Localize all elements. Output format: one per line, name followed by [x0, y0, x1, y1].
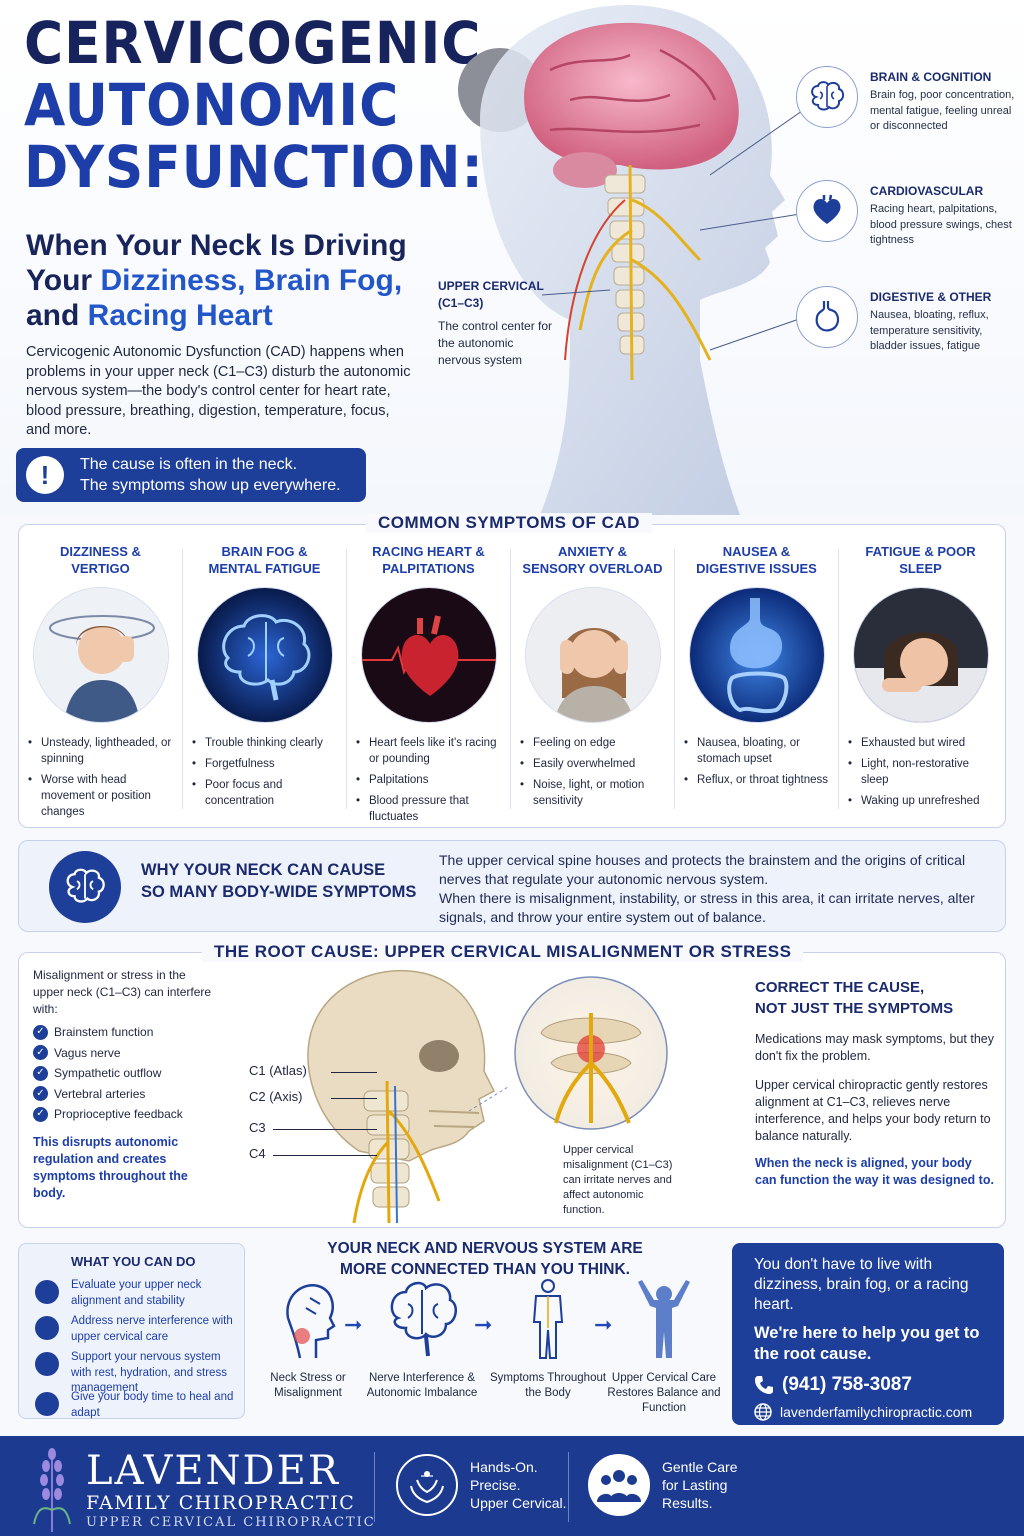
- symptom-anxiety: ANXIETY &SENSORY OVERLOAD Feeling on edg…: [511, 543, 674, 813]
- cause-callout: ! The cause is often in the neck. The sy…: [16, 448, 366, 502]
- check-item: ✓Brainstem function: [33, 1024, 213, 1040]
- arrow-right-icon: ➞: [474, 1312, 493, 1337]
- arrow-right-icon: ➞: [344, 1312, 363, 1337]
- check-item: ✓Vertebral arteries: [33, 1086, 213, 1102]
- website-link[interactable]: lavenderfamilychiropractic.com: [754, 1403, 972, 1421]
- skull-spine-illustration: [307, 969, 509, 1223]
- evaluate-icon: [35, 1280, 59, 1304]
- glowing-brain-image: [196, 587, 333, 723]
- brand-logo: LAVENDER FAMILY CHIROPRACTIC UPPER CERVI…: [86, 1448, 376, 1530]
- dizzy-woman-image: [32, 587, 169, 723]
- body-icon: [532, 1279, 564, 1359]
- stomach-icon: [796, 286, 858, 348]
- brain-icon: [796, 66, 858, 128]
- hands-icon: [396, 1454, 458, 1516]
- label-c4: C4: [249, 1146, 266, 1161]
- vertebra-zoom-illustration: [514, 976, 668, 1130]
- support-icon: [35, 1352, 59, 1376]
- heart-ecg-image: [360, 587, 497, 723]
- symptom-nausea: NAUSEA &DIGESTIVE ISSUES Nausea, bloatin…: [675, 543, 838, 813]
- why-text: The upper cervical spine houses and prot…: [439, 852, 975, 925]
- root-cause-title: THE ROOT CAUSE: UPPER CERVICAL MISALIGNM…: [202, 942, 804, 962]
- symptoms-section: DIZZINESS &VERTIGO Unsteady, lightheaded…: [18, 524, 1006, 828]
- hero-section: CERVICOGENIC AUTONOMIC DYSFUNCTION: When…: [0, 0, 1024, 515]
- check-icon: ✓: [33, 1065, 48, 1081]
- label-c2: C2 (Axis): [249, 1089, 303, 1104]
- nerve-icon: [35, 1316, 59, 1340]
- brain-icon: [49, 851, 121, 923]
- family-icon: [588, 1454, 650, 1516]
- zoom-caption: Upper cervical misalignment (C1–C3) can …: [563, 1144, 673, 1216]
- arrow-right-icon: ➞: [594, 1312, 613, 1337]
- tired-woman-image: [852, 587, 989, 723]
- lavender-logo-icon: [33, 1448, 71, 1532]
- time-icon: [35, 1392, 59, 1416]
- footer-hands-on: Hands-On. Precise. Upper Cervical.: [396, 1454, 566, 1516]
- symptom-racing-heart: RACING HEART &PALPITATIONS Heart feels l…: [347, 543, 510, 823]
- intro-paragraph: Cervicogenic Autonomic Dysfunction (CAD)…: [26, 344, 411, 438]
- check-item: ✓Proprioceptive feedback: [33, 1106, 213, 1122]
- flow-step-nerve-interference: Nerve Interference & Autonomic Imbalance: [362, 1278, 482, 1401]
- symptoms-title: COMMON SYMPTOMS OF CAD: [366, 513, 652, 533]
- cta-panel: You don't have to live with dizziness, b…: [732, 1243, 1004, 1425]
- why-section: WHY YOUR NECK CAN CAUSE SO MANY BODY-WID…: [18, 840, 1006, 932]
- flow-step-restores-balance: Upper Cervical Care Restores Balance and…: [604, 1278, 724, 1416]
- stomach-xray-image: [688, 587, 825, 723]
- page-title: CERVICOGENIC AUTONOMIC DYSFUNCTION:: [24, 9, 484, 201]
- person-arms-up-icon: [638, 1280, 690, 1358]
- phone-link[interactable]: (941) 758-3087: [754, 1374, 912, 1396]
- what-you-can-do-panel: WHAT YOU CAN DO Evaluate your upper neck…: [18, 1243, 245, 1419]
- symptom-brain-fog: BRAIN FOG &MENTAL FATIGUE Trouble thinki…: [183, 543, 346, 813]
- globe-icon: [754, 1403, 772, 1421]
- phone-icon: [755, 1376, 773, 1394]
- label-c3: C3: [249, 1120, 266, 1135]
- root-cause-list: Misalignment or stress in the upper neck…: [33, 968, 213, 1200]
- head-anatomy-illustration: [458, 4, 826, 515]
- anxious-woman-image: [524, 587, 661, 723]
- brain-icon: [390, 1281, 458, 1357]
- footer: LAVENDER FAMILY CHIROPRACTIC UPPER CERVI…: [0, 1436, 1024, 1536]
- neck-stress-icon: [286, 1284, 336, 1359]
- flow-step-neck-stress: Neck Stress or Misalignment: [248, 1278, 368, 1401]
- check-icon: ✓: [33, 1045, 48, 1060]
- why-heading: WHY YOUR NECK CAN CAUSE SO MANY BODY-WID…: [141, 861, 417, 901]
- heart-icon: [796, 180, 858, 242]
- exclamation-icon: !: [26, 456, 64, 494]
- check-icon: ✓: [33, 1106, 48, 1122]
- correct-cause-panel: CORRECT THE CAUSE,NOT JUST THE SYMPTOMS …: [755, 979, 994, 1187]
- root-cause-section: Misalignment or stress in the upper neck…: [18, 952, 1006, 1228]
- check-item: ✓Vagus nerve: [33, 1045, 213, 1061]
- page-subtitle: When Your Neck Is Driving Your Dizziness…: [26, 229, 407, 332]
- upper-cervical-label: UPPER CERVICAL (C1–C3) The control cente…: [438, 279, 553, 367]
- check-icon: ✓: [33, 1086, 48, 1101]
- flow-step-symptoms: Symptoms Throughout the Body: [488, 1278, 608, 1401]
- check-item: ✓Sympathetic outflow: [33, 1065, 213, 1081]
- connected-heading: YOUR NECK AND NERVOUS SYSTEM ARE MORE CO…: [327, 1240, 643, 1278]
- label-c1: C1 (Atlas): [249, 1063, 307, 1078]
- check-icon: ✓: [33, 1024, 48, 1040]
- symptom-dizziness: DIZZINESS &VERTIGO Unsteady, lightheaded…: [19, 543, 182, 818]
- footer-gentle-care: Gentle Care for Lasting Results.: [588, 1454, 737, 1516]
